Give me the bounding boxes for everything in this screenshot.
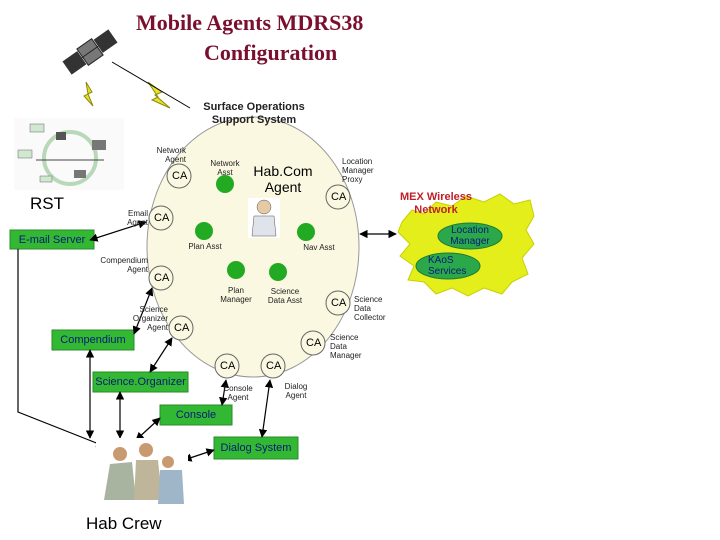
ca-label: CA (172, 170, 188, 182)
plan-asst-label: Plan Asst (188, 242, 222, 251)
habcom-astronaut-icon (248, 198, 280, 238)
rst-label: RST (30, 194, 64, 213)
ca-email-agent (148, 205, 174, 231)
ca-label: CA (306, 337, 322, 349)
ca-label: CA (154, 272, 170, 284)
surface-ops-bubble (146, 116, 360, 378)
compendium-box: Compendium (60, 334, 126, 346)
ca-label: CA (331, 191, 347, 203)
mex-kaos-services-ellipse (415, 252, 481, 280)
agent-nodes (195, 175, 315, 281)
dialog-system-box: Dialog System (220, 442, 292, 454)
ca-dialog-agent (260, 353, 286, 379)
ca-label: CA (331, 297, 347, 309)
plan-manager-node (227, 261, 245, 279)
email-server-box: E-mail Server (18, 233, 86, 246)
lightning-bolt-icon (83, 81, 94, 107)
ca-science-data-manager (300, 330, 326, 356)
ca-label: CA (154, 212, 170, 224)
science-data-asst-node (269, 263, 287, 281)
plan-asst-node (195, 222, 213, 240)
nav-asst-node (297, 223, 315, 241)
title-line-1: Mobile Agents MDRS38 (136, 10, 364, 35)
rst-network-image (14, 118, 124, 190)
ca-location-proxy (325, 184, 351, 210)
ca-science-organizer-agent (168, 315, 194, 341)
ca-compendium-agent (148, 265, 174, 291)
ca-science-data-collector (325, 290, 351, 316)
ca-label: CA (174, 322, 190, 334)
satellite-icon (62, 29, 118, 75)
ca-network-agent (166, 163, 192, 189)
ca-label: CA (220, 360, 236, 372)
title-line-2: Configuration (204, 40, 338, 65)
network-asst-node (216, 175, 234, 193)
nav-asst-label: Nav Asst (303, 243, 335, 252)
lightning-bolt-icon (147, 81, 171, 109)
hab-crew-label: Hab Crew (86, 514, 162, 533)
hab-crew-image (96, 438, 188, 510)
science-organizer-box: Science.Organizer (95, 376, 186, 388)
ca-label: CA (266, 360, 282, 372)
mex-location-manager-ellipse (437, 222, 503, 250)
ca-console-agent (214, 353, 240, 379)
console-box: Console (175, 409, 217, 421)
